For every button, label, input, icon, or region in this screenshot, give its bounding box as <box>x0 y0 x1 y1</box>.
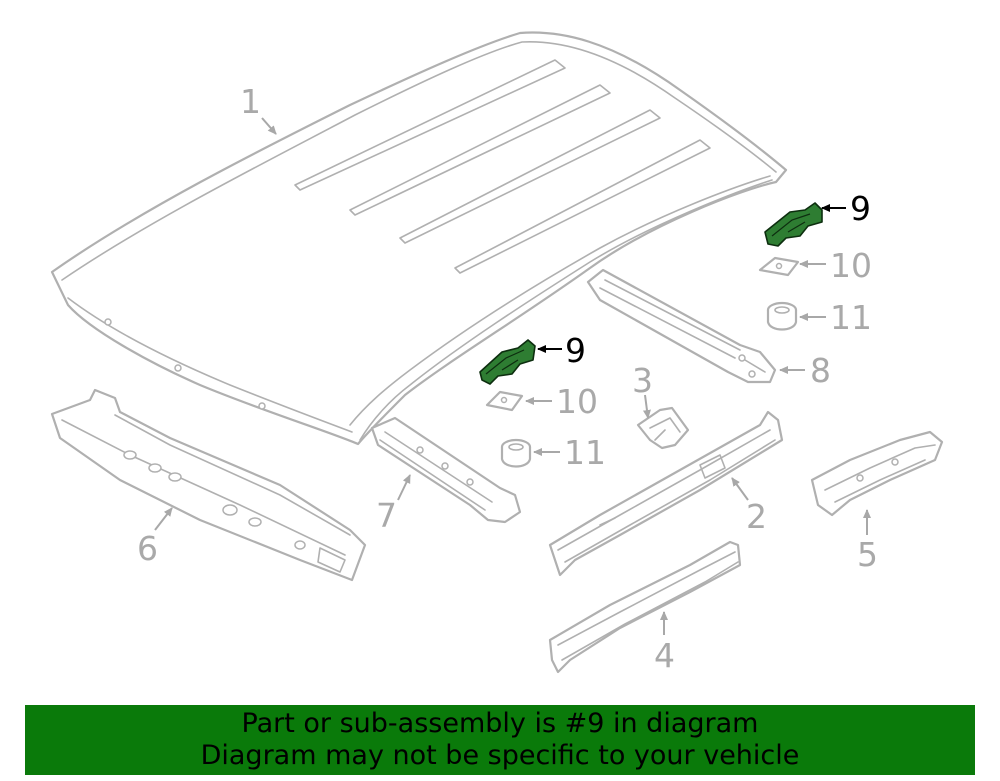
washer-upper <box>758 256 800 277</box>
callout-8: 8 <box>810 351 831 390</box>
callout-4: 4 <box>654 636 675 675</box>
callout-9-lower: 9 <box>565 331 586 370</box>
callout-11-lower: 11 <box>564 433 606 472</box>
bracket-9-upper[interactable] <box>764 202 823 247</box>
callout-1: 1 <box>240 82 261 121</box>
leader-3 <box>642 394 651 419</box>
info-banner: Part or sub-assembly is #9 in diagram Di… <box>25 705 975 775</box>
grommet-upper <box>766 301 798 331</box>
callout-10-upper: 10 <box>830 246 872 285</box>
callout-6: 6 <box>137 529 158 568</box>
callout-7: 7 <box>376 496 397 535</box>
callout-3: 3 <box>632 361 653 400</box>
bracket-3 <box>636 406 690 450</box>
callout-5: 5 <box>857 535 878 574</box>
roof-bow-4 <box>548 540 742 674</box>
roof-rail-rear <box>586 268 777 384</box>
washer-lower <box>485 390 524 412</box>
callout-9-upper: 9 <box>850 189 871 228</box>
roof-bow-2 <box>548 410 784 577</box>
front-header <box>50 388 367 582</box>
callout-10-lower: 10 <box>556 382 598 421</box>
rear-bracket-5 <box>810 430 944 517</box>
roof-rail-front <box>370 416 522 524</box>
leader-1 <box>261 117 277 135</box>
parts-diagram: 1 2 3 4 5 6 7 8 9 9 10 10 11 11 <box>50 31 944 675</box>
callout-2: 2 <box>746 497 767 536</box>
bracket-9-lower[interactable] <box>479 339 536 385</box>
leader-2 <box>731 477 749 501</box>
grommet-lower <box>500 438 532 468</box>
banner-line-2: Diagram may not be specific to your vehi… <box>200 740 800 771</box>
banner-line-1: Part or sub-assembly is #9 in diagram <box>241 708 759 739</box>
callout-11-upper: 11 <box>830 298 872 337</box>
leader-7 <box>397 474 411 501</box>
roof-panel <box>50 31 788 446</box>
leader-6 <box>154 507 173 531</box>
